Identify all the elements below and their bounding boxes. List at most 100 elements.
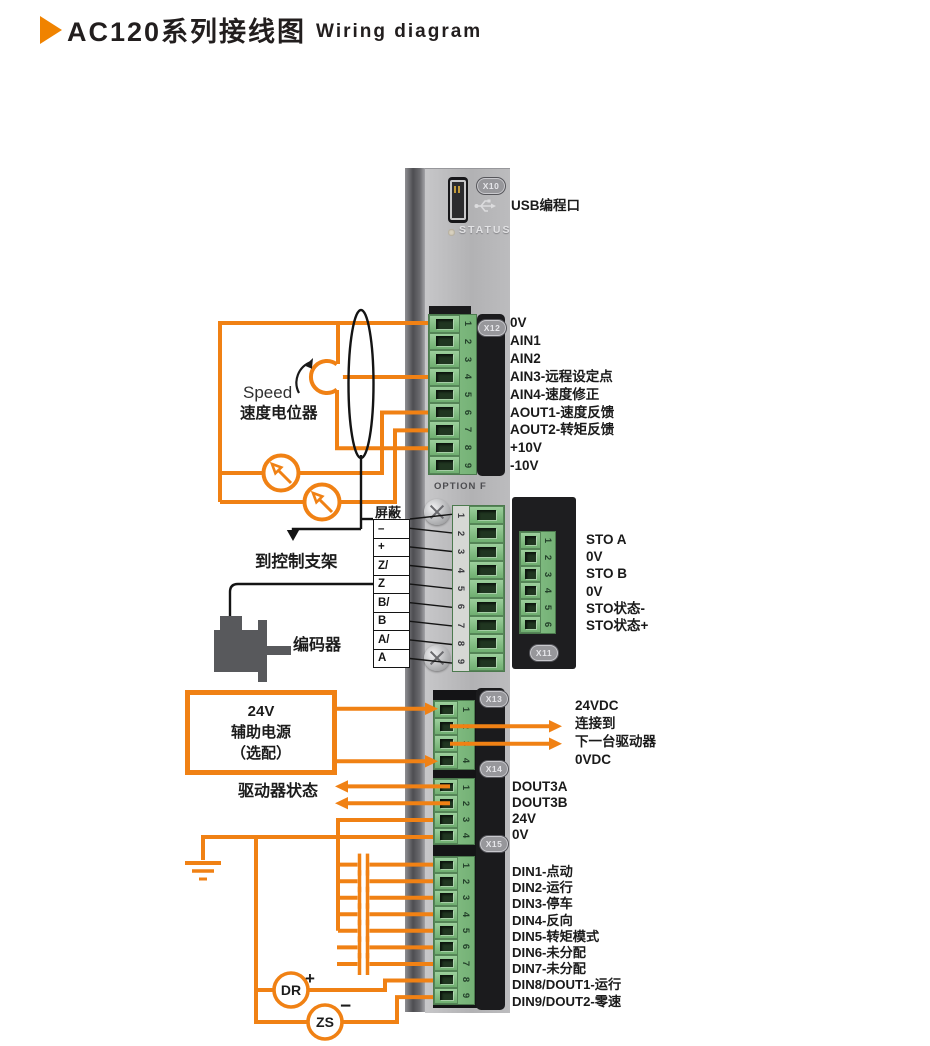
x15-label-8: DIN8/DOUT1-运行: [512, 977, 622, 993]
pin-hole: [429, 421, 460, 439]
x11-label-4: 0V: [586, 583, 603, 599]
terminal-pin-2: 2: [434, 795, 474, 812]
pin-hole: [434, 905, 458, 923]
pin-hole: [469, 597, 504, 616]
pin-number: 2: [460, 723, 472, 730]
terminal-pin-4: 4: [434, 827, 474, 844]
pin-hole: [520, 532, 541, 549]
pin-number: 2: [462, 338, 474, 345]
pin-hole: [434, 873, 458, 890]
page-subtitle: Wiring diagram: [316, 21, 483, 42]
terminal-pin-1: 1: [434, 779, 474, 796]
usb-port-text-label: USB编程口: [511, 198, 581, 213]
terminal-pin-8: 8: [429, 438, 476, 457]
terminal-pin-9: 9: [434, 987, 474, 1004]
dr-polarity-plus: +: [305, 969, 315, 988]
shield-encoder-wiring: [228, 308, 375, 622]
meter-aout2: [302, 482, 342, 522]
cable-shield-loop: [347, 308, 375, 460]
arrow-out-x13-pin2: [549, 720, 562, 733]
pin-number: 9: [462, 462, 474, 468]
x15-label-9: DIN9/DOUT2-零速: [512, 993, 622, 1009]
encoder-row-8: A: [374, 648, 409, 668]
pin-number: 1: [460, 862, 472, 868]
x12-label-8: +10V: [510, 440, 542, 456]
connector-badge-x14: X14: [480, 761, 508, 777]
terminal-pin-3: 3: [434, 811, 474, 828]
pin-number: 7: [462, 427, 474, 433]
option-f-label: OPTION F: [434, 481, 487, 492]
pin-hole: [434, 735, 458, 752]
encoder-label: 编码器: [293, 637, 342, 654]
x13-label-3: 下一台驱动器: [575, 734, 656, 750]
encoder-row-5: B/: [374, 593, 409, 612]
terminal-pin-9: 9: [453, 652, 504, 671]
pin-hole: [434, 701, 458, 718]
connector-badge-x10: X10: [477, 178, 505, 194]
terminal-pin-1: 1: [520, 532, 555, 549]
potentiometer-body: [311, 361, 343, 393]
pin-hole: [434, 889, 458, 906]
terminal-pin-6: 6: [520, 616, 555, 633]
pin-hole: [469, 615, 504, 635]
usb-port-socket: [450, 180, 466, 220]
x11-label-6: STO状态+: [586, 618, 649, 634]
x14-label-3: 24V: [512, 811, 537, 826]
down-arrowhead: [286, 530, 300, 541]
x11-label-2: 0V: [586, 549, 603, 565]
pin-number: 4: [453, 560, 469, 580]
x11-label-5: STO状态-: [586, 600, 646, 616]
pin-hole: [434, 954, 458, 972]
x11-label-1: STO A: [586, 532, 627, 547]
x12-label-1: 0V: [510, 315, 527, 330]
terminal-pin-3: 3: [434, 889, 474, 906]
screw-icon: [424, 499, 450, 525]
pin-number: 5: [542, 605, 554, 611]
x15-label-4: DIN4-反向: [512, 912, 573, 928]
terminal-pin-6: 6: [453, 597, 504, 616]
encoder-row-7: A/: [374, 630, 409, 649]
pin-hole: [469, 560, 504, 580]
pin-number: 6: [460, 944, 472, 950]
aux-power-line-2: 辅助电源: [230, 724, 291, 741]
terminal-pin-8: 8: [453, 634, 504, 653]
x15-label-1: DIN1-点动: [512, 864, 573, 879]
pin-number: 9: [460, 993, 472, 999]
pin-hole: [469, 542, 504, 561]
pin-number: 4: [460, 911, 472, 917]
pin-hole: [429, 403, 460, 422]
pin-number: 3: [542, 571, 554, 577]
pin-number: 4: [542, 588, 554, 594]
pin-number: 5: [453, 579, 469, 598]
shield-label: 屏蔽: [375, 505, 402, 520]
pin-hole: [469, 506, 504, 525]
terminal-pin-9: 9: [429, 456, 476, 475]
terminal-pin-5: 5: [453, 579, 504, 598]
pin-hole: [434, 987, 458, 1004]
ground-symbol: [185, 861, 221, 881]
pin-number: 1: [462, 321, 474, 327]
terminal-pin-4: 4: [520, 582, 555, 600]
pin-number: 3: [462, 356, 474, 362]
wire-meter2-aout2: [220, 428, 428, 504]
pin-hole: [469, 524, 504, 543]
x13-label-2: 连接到: [575, 716, 616, 732]
x14-label-2: DOUT3B: [512, 795, 568, 810]
pin-hole: [429, 385, 460, 404]
to-control-bracket-label: 到控制支架: [255, 553, 338, 571]
drive-status-label: 驱动器状态: [238, 783, 319, 800]
x12-label-2: AIN1: [510, 332, 541, 348]
connector-badge-x13: X13: [480, 691, 508, 707]
terminal-pin-2: 2: [434, 873, 474, 890]
title-arrow-icon: [40, 15, 62, 44]
terminal-pin-2: 2: [520, 548, 555, 566]
status-led: [448, 229, 455, 236]
